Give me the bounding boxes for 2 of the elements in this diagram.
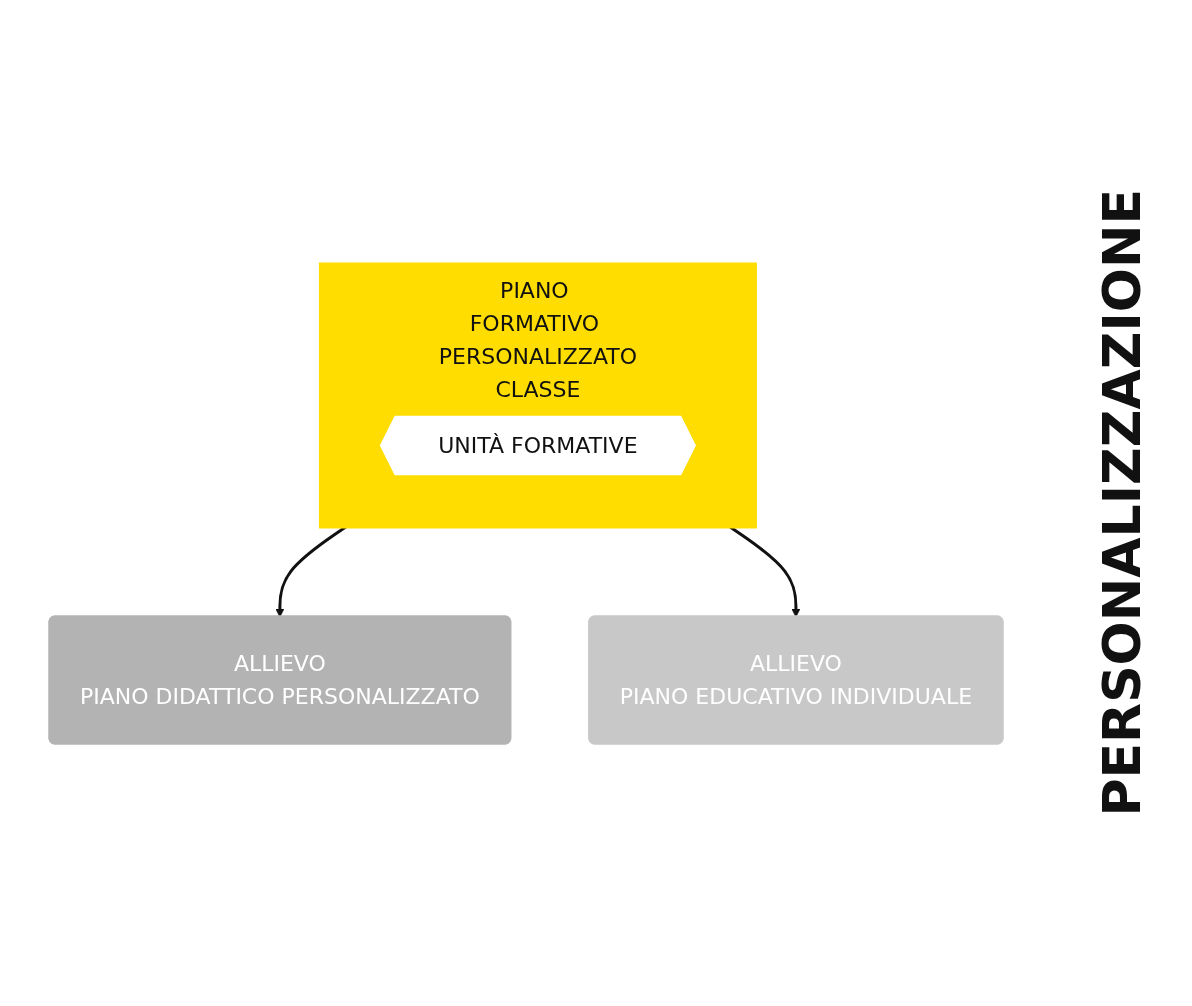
vertical-label: PERSONALIZZAZIONE xyxy=(1092,189,1152,817)
node-label: CLASSE xyxy=(495,376,581,402)
